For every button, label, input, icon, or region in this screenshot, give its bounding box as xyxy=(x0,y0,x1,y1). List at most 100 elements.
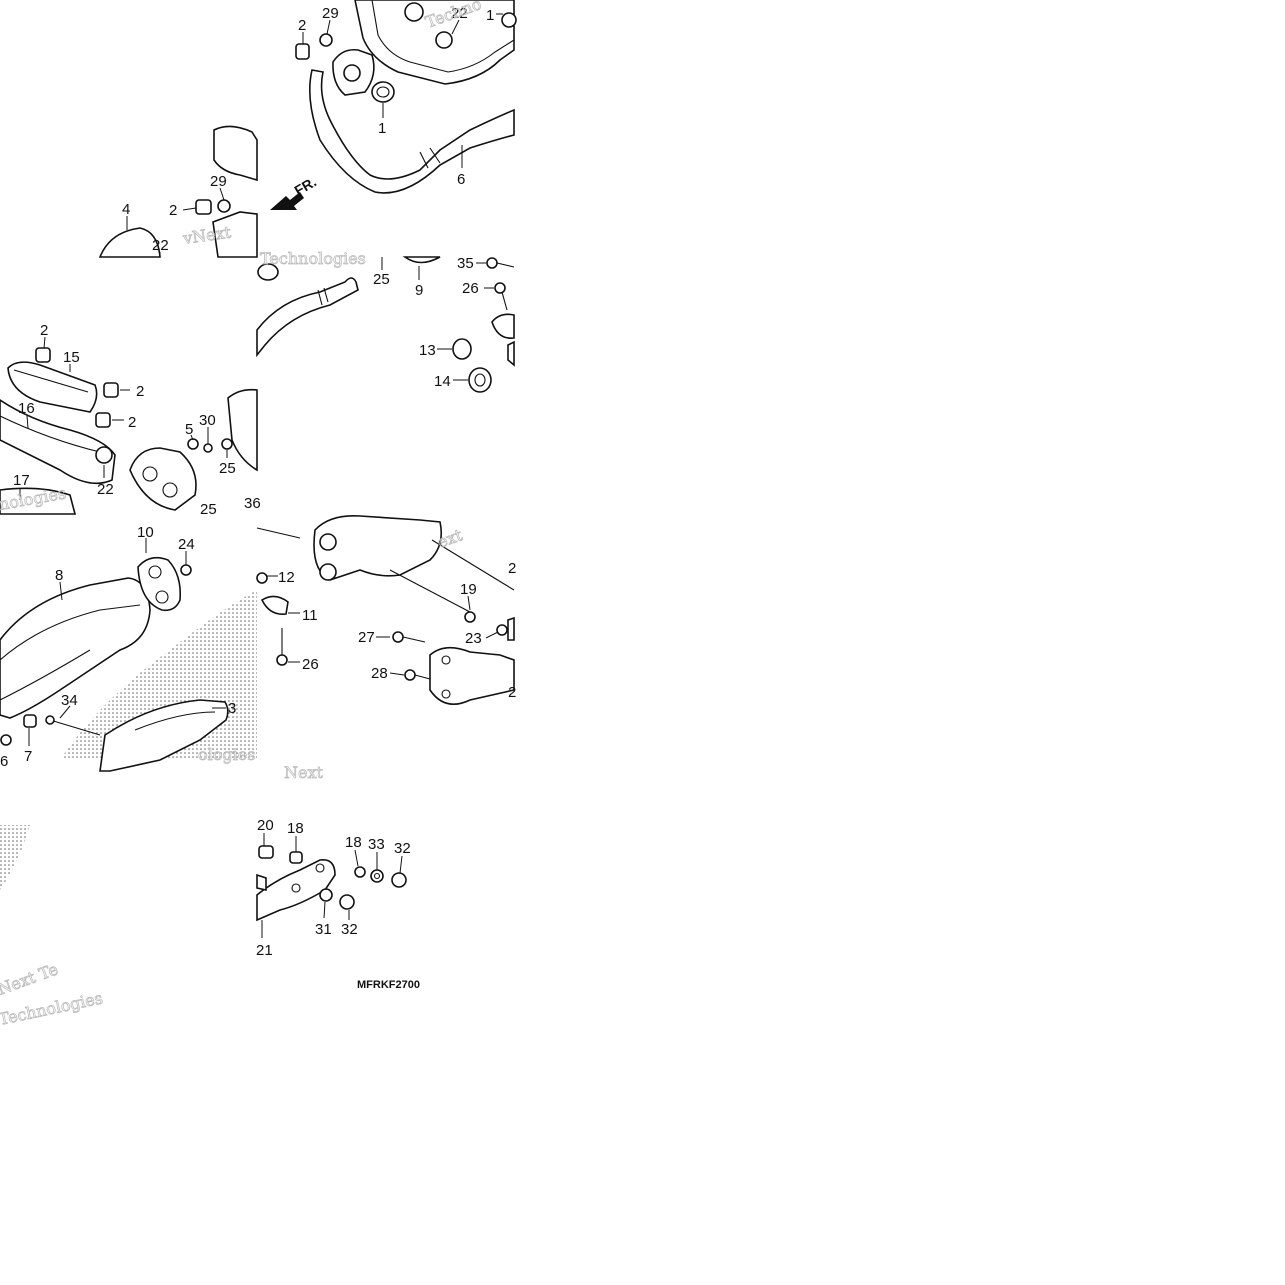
callout-16: 16 xyxy=(18,400,35,417)
callout-29: 29 xyxy=(322,5,339,22)
tile-middle-left: 2 15 2 16 2 30 5 25 17 22 36 25 nologies xyxy=(0,322,261,518)
callout-24: 24 xyxy=(178,536,195,553)
callout-13: 13 xyxy=(419,342,436,359)
callout-14: 14 xyxy=(434,373,451,390)
exhaust-pipe-front xyxy=(256,277,359,358)
callout-28: 28 xyxy=(371,665,388,682)
front-direction-arrow: FR. xyxy=(270,173,319,210)
callout-2: 2 xyxy=(128,414,136,431)
washer-30 xyxy=(203,443,213,453)
clamp-11 xyxy=(260,595,289,616)
joint-flange xyxy=(212,211,258,258)
callout-29: 29 xyxy=(210,173,227,190)
tile-middle-middle: 25 9 35 26 13 14 Technologies xyxy=(256,249,515,393)
nut-32a xyxy=(391,872,407,888)
collar-2b xyxy=(103,382,119,398)
tile-bottom-left: Next Te Technologies xyxy=(0,825,105,1029)
callout-2: 2 xyxy=(508,560,516,577)
heat-shield-16 xyxy=(0,399,116,485)
gasket-1 xyxy=(371,81,395,103)
nut-23 xyxy=(496,624,508,636)
clamp-22 xyxy=(95,446,113,464)
callout-27: 27 xyxy=(358,629,375,646)
bolt-26 xyxy=(494,282,506,294)
bolt-20 xyxy=(258,845,274,859)
callout-25: 25 xyxy=(373,271,390,288)
bolt-19 xyxy=(464,611,476,623)
tile-top-left: 29 2 4 22 vNext xyxy=(98,125,258,258)
pipe-segment xyxy=(227,388,258,472)
washer-31 xyxy=(319,888,333,902)
tile-bottom-middle: 20 18 18 33 32 31 32 21 MFRKF2700 xyxy=(256,817,420,991)
callout-2: 2 xyxy=(508,684,516,701)
watermark-text: Next Te xyxy=(0,959,60,998)
shading-area xyxy=(0,825,30,890)
callout-34: 34 xyxy=(61,692,78,709)
callout-25: 25 xyxy=(219,460,236,477)
callout-26: 26 xyxy=(462,280,479,297)
collar-18b xyxy=(354,866,366,878)
callout-20: 20 xyxy=(257,817,274,834)
collar-2a xyxy=(35,347,51,363)
tile-top-middle: 29 2 22 1 1 6 FR. Techno xyxy=(270,0,517,210)
callout-15: 15 xyxy=(63,349,80,366)
callout-23: 23 xyxy=(465,630,482,647)
callout-6: 6 xyxy=(0,753,8,770)
callout-17: 17 xyxy=(13,472,30,489)
callout-26: 26 xyxy=(302,656,319,673)
muffler-3 xyxy=(99,699,229,772)
gasket xyxy=(257,263,279,281)
bolt-25 xyxy=(221,438,233,450)
callout-19: 19 xyxy=(460,581,477,598)
bolt-24 xyxy=(180,564,192,576)
bracket-part xyxy=(429,646,515,706)
bolt-34 xyxy=(45,715,55,725)
bolt-28 xyxy=(404,669,416,681)
heat-shield-lower xyxy=(98,227,161,258)
callout-11: 11 xyxy=(302,607,318,624)
front-label: FR. xyxy=(292,173,320,198)
callout-12: 12 xyxy=(278,569,295,586)
exhaust-pipe-6 xyxy=(308,69,515,194)
callout-32: 32 xyxy=(341,921,358,938)
heat-shield-part xyxy=(213,125,258,182)
watermark-text: Technologies xyxy=(0,988,104,1029)
washer-33 xyxy=(370,869,384,883)
callout-18: 18 xyxy=(345,834,362,851)
clamp-22 xyxy=(435,31,453,49)
bolt-part xyxy=(217,199,231,213)
nut-32b xyxy=(339,894,355,910)
callout-9: 9 xyxy=(415,282,423,299)
callout-31: 31 xyxy=(315,921,332,938)
callout-18: 18 xyxy=(287,820,304,837)
pipe-guard-upper xyxy=(354,0,515,85)
clamp-part xyxy=(491,313,515,339)
muffler-8 xyxy=(0,577,151,719)
nut-12 xyxy=(256,572,268,584)
callout-2: 2 xyxy=(169,202,177,219)
callout-30: 30 xyxy=(199,412,216,429)
bolt-27 xyxy=(392,631,404,643)
callout-32: 32 xyxy=(394,840,411,857)
callout-10: 10 xyxy=(137,524,154,541)
collar-part xyxy=(195,199,212,215)
callout-3: 3 xyxy=(228,700,236,717)
watermark-text: Technologies xyxy=(260,249,366,268)
collar-2 xyxy=(295,43,310,60)
rubber-14 xyxy=(468,367,492,393)
tile-lower-middle: 12 11 26 19 2 23 27 28 2 ext Next xyxy=(256,514,516,782)
bolt-5 xyxy=(187,438,199,450)
tile-lower-left: 10 24 8 34 3 6 7 ologies xyxy=(0,524,257,772)
callout-7: 7 xyxy=(24,748,32,765)
callout-1: 1 xyxy=(486,7,494,24)
callout-2: 2 xyxy=(136,383,144,400)
callout-35: 35 xyxy=(457,255,474,272)
callout-6: 6 xyxy=(457,171,465,188)
callout-22: 22 xyxy=(451,5,468,22)
collar-18a xyxy=(289,851,303,864)
bolt-29 xyxy=(319,33,333,47)
flange-part xyxy=(129,447,197,511)
callout-36: 36 xyxy=(244,495,261,512)
callout-8: 8 xyxy=(55,567,63,584)
